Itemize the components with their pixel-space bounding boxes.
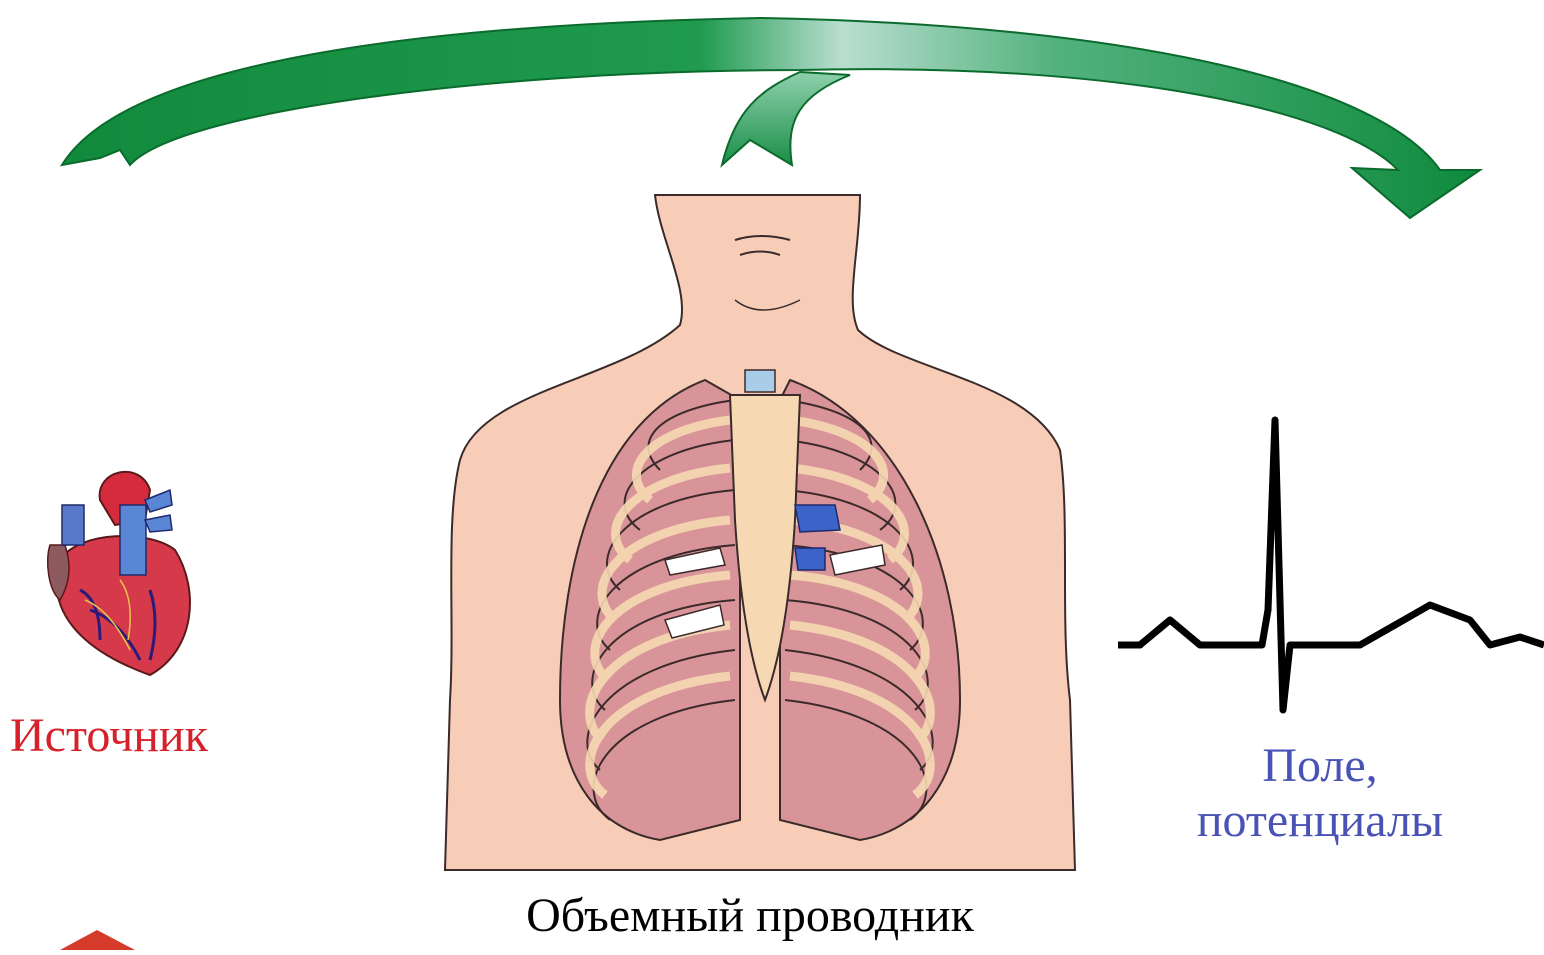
partial-red-arrow (60, 930, 135, 950)
torso-illustration (445, 195, 1075, 870)
field-label-line2: потенциалы (1160, 793, 1480, 848)
source-label: Источник (10, 708, 208, 763)
conductor-label: Объемный проводник (400, 888, 1100, 943)
heart-icon (48, 472, 190, 675)
ecg-waveform (1118, 420, 1544, 710)
curved-arrow (62, 18, 1480, 218)
field-label-line1: Поле, (1160, 738, 1480, 793)
field-label: Поле, потенциалы (1160, 738, 1480, 848)
